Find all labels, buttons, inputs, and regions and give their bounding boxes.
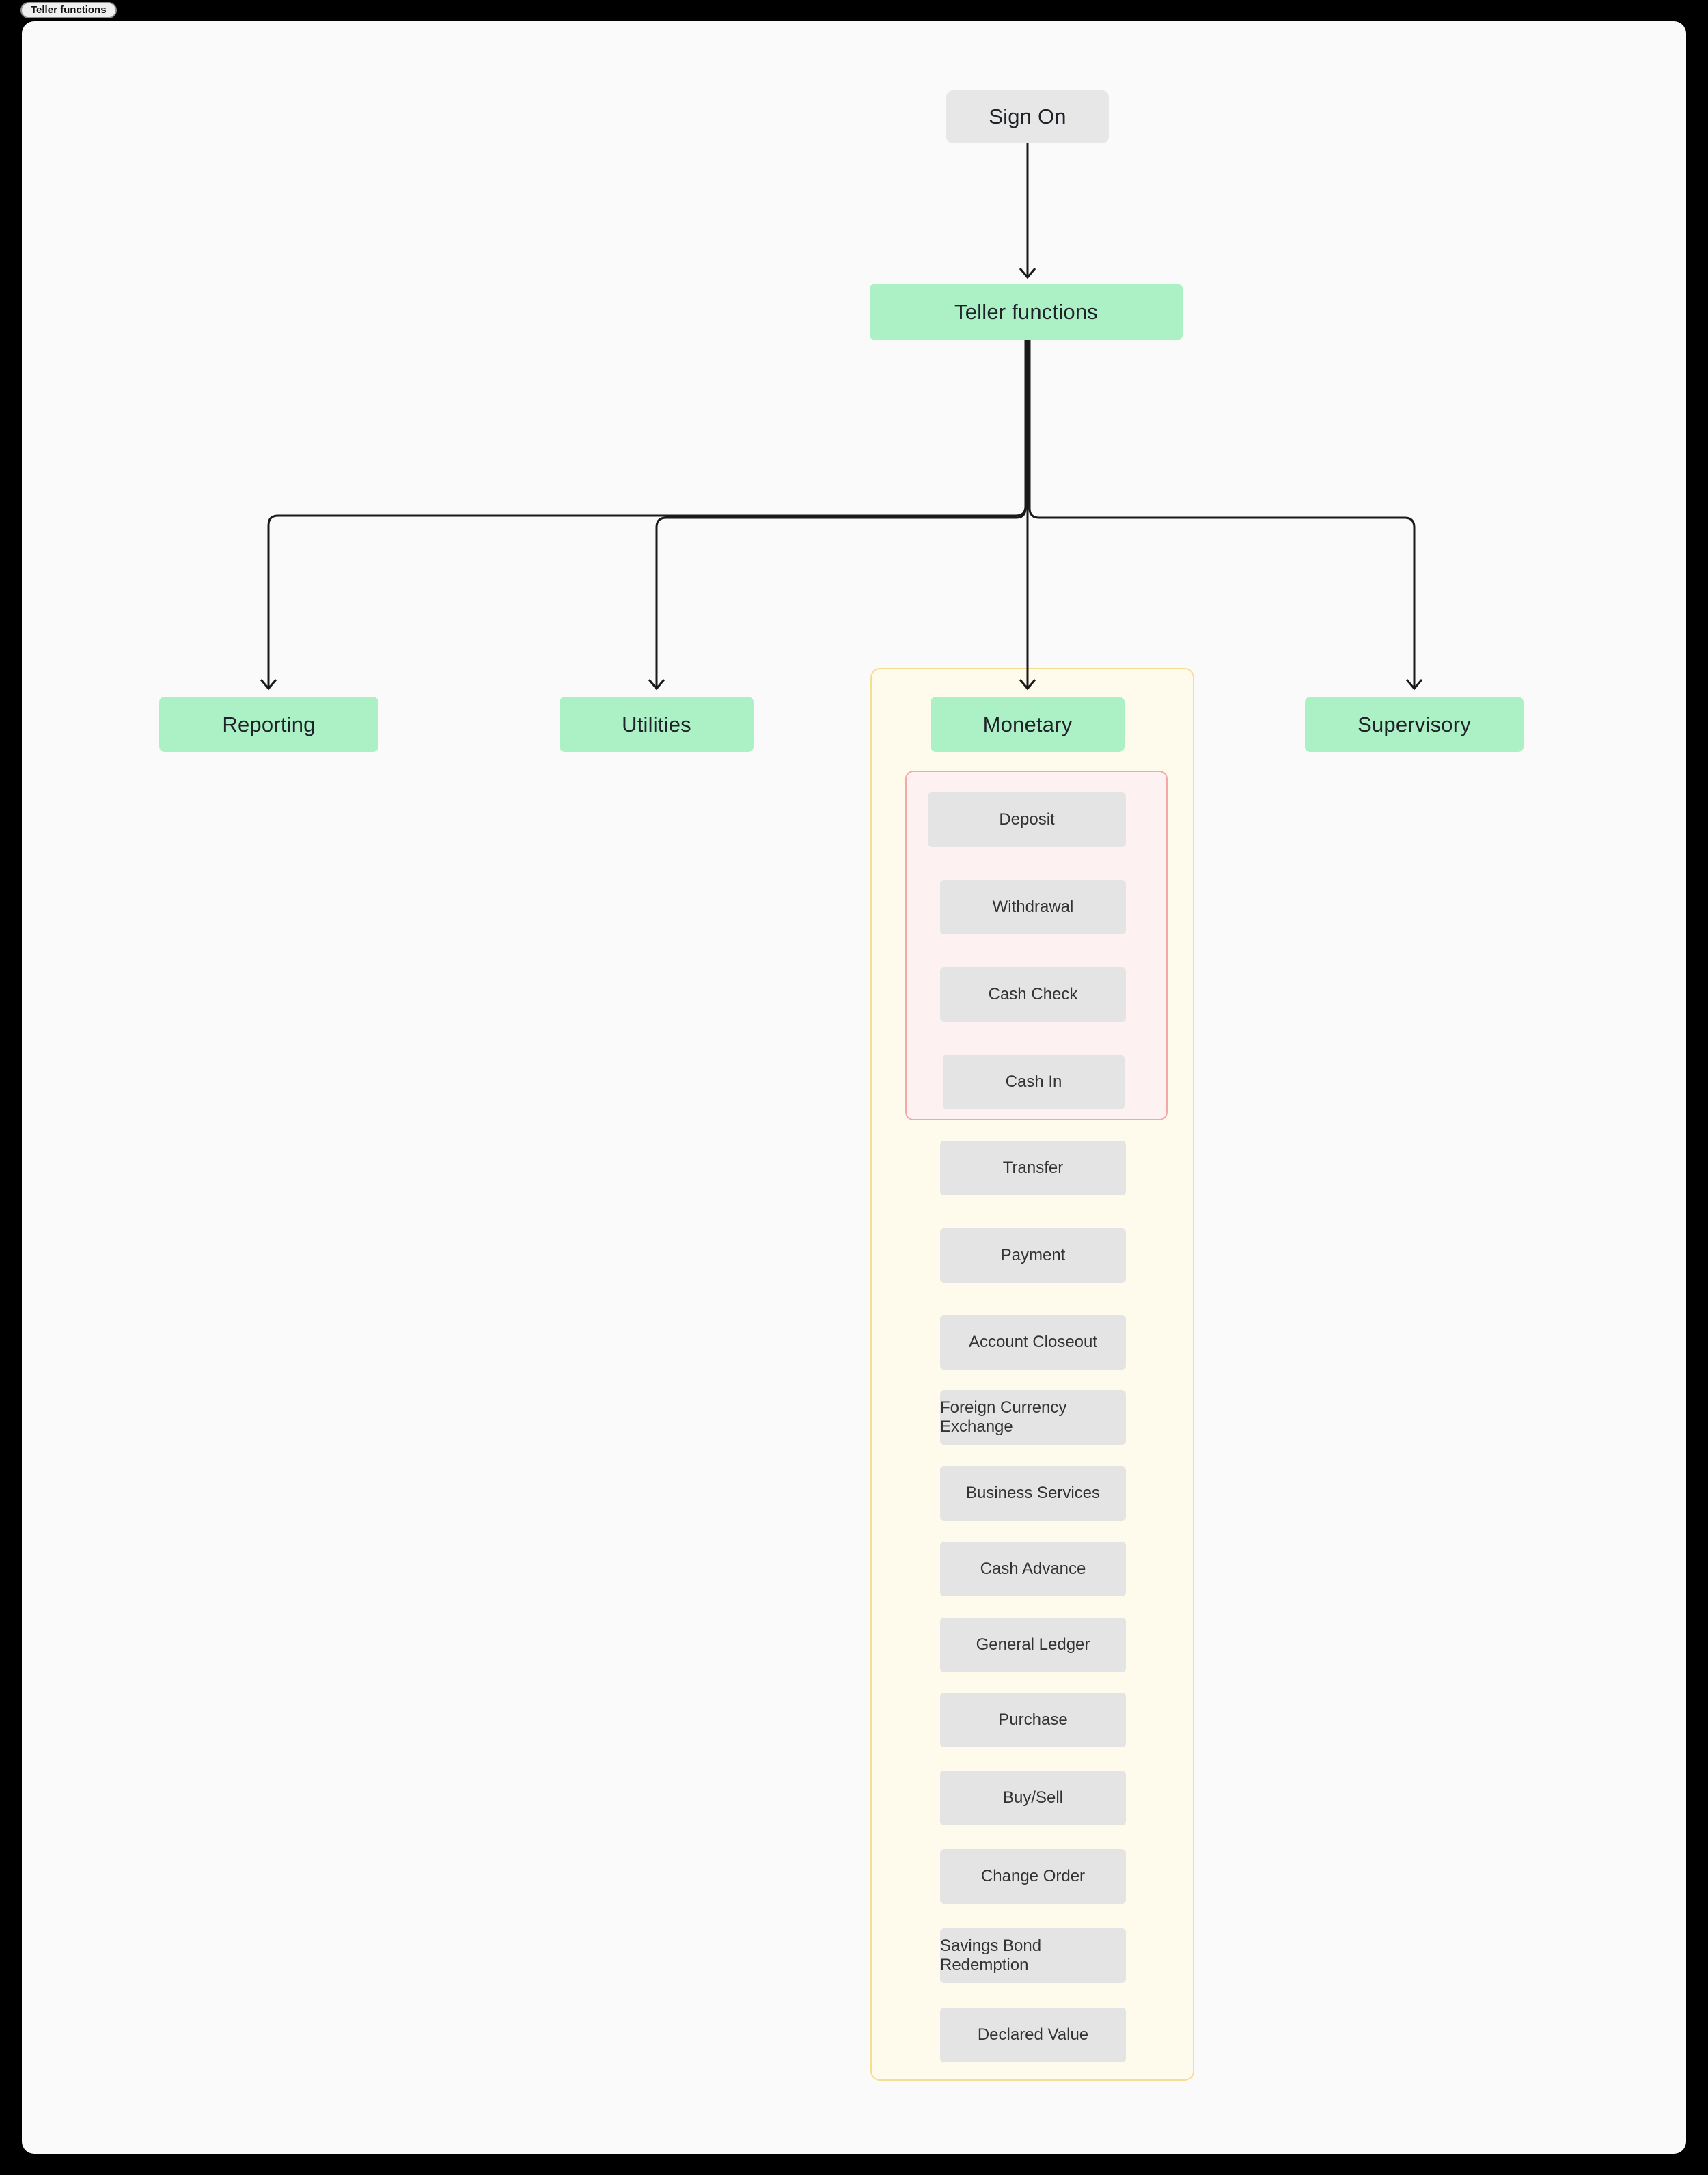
- monetary-item-change-order[interactable]: Change Order: [940, 1849, 1126, 1904]
- node-utilities[interactable]: Utilities: [560, 697, 754, 752]
- teller-functions-button[interactable]: Teller functions: [20, 2, 117, 18]
- monetary-item-purchase[interactable]: Purchase: [940, 1693, 1126, 1747]
- node-supervisory[interactable]: Supervisory: [1305, 697, 1524, 752]
- node-sign-on[interactable]: Sign On: [946, 90, 1109, 143]
- node-teller-functions[interactable]: Teller functions: [870, 284, 1183, 340]
- monetary-item-savings-bond-redemption[interactable]: Savings Bond Redemption: [940, 1928, 1126, 1983]
- node-monetary[interactable]: Monetary: [931, 697, 1125, 752]
- monetary-item-buy-sell[interactable]: Buy/Sell: [940, 1771, 1126, 1825]
- monetary-item-account-closeout[interactable]: Account Closeout: [940, 1315, 1126, 1370]
- monetary-item-declared-value[interactable]: Declared Value: [940, 2008, 1126, 2062]
- monetary-item-cash-check[interactable]: Cash Check: [940, 967, 1126, 1022]
- edge-teller-to-utilities: [648, 340, 1027, 691]
- monetary-item-deposit[interactable]: Deposit: [928, 792, 1126, 847]
- monetary-item-withdrawal[interactable]: Withdrawal: [940, 880, 1126, 934]
- node-reporting[interactable]: Reporting: [159, 697, 378, 752]
- monetary-item-foreign-currency-exchange[interactable]: Foreign Currency Exchange: [940, 1390, 1126, 1445]
- monetary-item-general-ledger[interactable]: General Ledger: [940, 1618, 1126, 1672]
- monetary-item-transfer[interactable]: Transfer: [940, 1141, 1126, 1195]
- edge-teller-to-supervisory: [1028, 340, 1423, 691]
- monetary-item-cash-in[interactable]: Cash In: [943, 1055, 1125, 1109]
- edge-signon-to-teller: [1019, 143, 1036, 279]
- edge-teller-to-monetary: [1019, 340, 1036, 691]
- monetary-item-business-services[interactable]: Business Services: [940, 1466, 1126, 1521]
- monetary-item-cash-advance[interactable]: Cash Advance: [940, 1542, 1126, 1596]
- diagram-canvas: [22, 21, 1686, 2154]
- monetary-item-payment[interactable]: Payment: [940, 1228, 1126, 1283]
- edge-teller-to-reporting: [260, 340, 1027, 691]
